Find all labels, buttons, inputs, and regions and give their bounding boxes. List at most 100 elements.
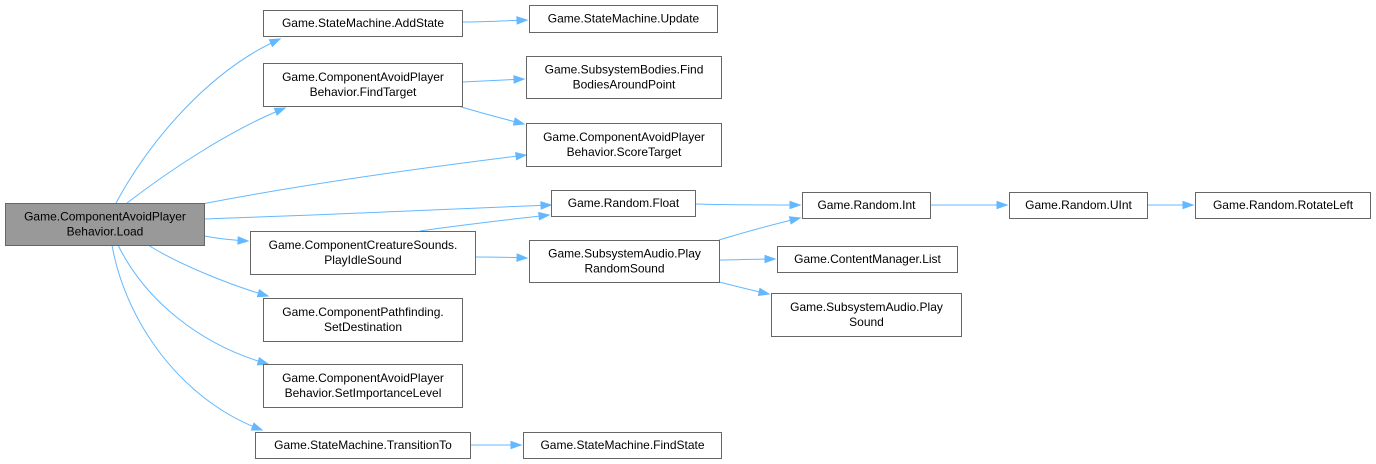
node-box — [263, 298, 463, 342]
arrow-head — [538, 211, 551, 221]
node-label: Game.SubsystemAudio.Play — [548, 247, 701, 261]
edge-playrandom-to-rint — [718, 216, 802, 241]
node-label: Game.ComponentPathfinding. — [282, 305, 443, 319]
node-label: Game.SubsystemAudio.Play — [790, 300, 943, 314]
arrow-head — [516, 253, 529, 262]
node-label: Game.StateMachine.Update — [548, 12, 700, 26]
node-setimp[interactable]: Game.ComponentAvoidPlayerBehavior.SetImp… — [263, 364, 463, 408]
edge-load-to-scoretarget — [201, 151, 528, 205]
edge-ruint-to-rotleft — [1147, 200, 1195, 210]
node-box — [1195, 192, 1371, 219]
node-label: Game.ComponentAvoidPlayer — [543, 130, 705, 144]
arrow-head — [1182, 200, 1195, 210]
arrow-head — [757, 287, 771, 297]
edge-transition-to-findstate — [470, 440, 523, 450]
node-label: Game.Random.RotateLeft — [1213, 198, 1354, 212]
node-box — [5, 203, 205, 246]
node-update[interactable]: Game.StateMachine.Update — [529, 5, 718, 33]
node-transition[interactable]: Game.StateMachine.TransitionTo — [255, 432, 471, 459]
arrow-head — [996, 200, 1009, 210]
node-box — [529, 5, 718, 33]
arrow-head — [510, 440, 523, 450]
node-label: Game.Random.Float — [568, 196, 680, 210]
node-cmlist[interactable]: Game.ContentManager.List — [777, 246, 958, 273]
node-label: Game.ComponentCreatureSounds. — [269, 238, 458, 252]
node-rfloat[interactable]: Game.Random.Float — [551, 190, 696, 217]
node-addstate[interactable]: Game.StateMachine.AddState — [263, 10, 463, 37]
call-edges — [111, 16, 1195, 450]
node-box — [771, 293, 962, 337]
edge-addstate-to-update — [461, 16, 529, 25]
edge-playidle-to-playrandom — [474, 253, 529, 262]
node-label: RandomSound — [584, 262, 664, 276]
arrow-head — [515, 151, 528, 161]
arrow-head — [256, 357, 270, 366]
edge-load-to-setdest — [147, 244, 270, 298]
node-label: Game.ContentManager.List — [794, 252, 941, 266]
node-box — [263, 364, 463, 408]
node-findstate[interactable]: Game.StateMachine.FindState — [523, 432, 722, 459]
edge-rfloat-to-rint — [694, 200, 802, 210]
node-label: Game.ComponentAvoidPlayer — [24, 210, 186, 224]
arrow-head — [516, 16, 529, 25]
node-rotleft[interactable]: Game.Random.RotateLeft — [1195, 192, 1371, 219]
node-box — [255, 432, 471, 459]
node-playidle[interactable]: Game.ComponentCreatureSounds.PlayIdleSou… — [250, 231, 476, 275]
node-box — [1009, 192, 1148, 219]
node-label: Behavior.SetImportanceLevel — [285, 386, 442, 400]
node-box — [250, 231, 476, 275]
node-box — [551, 190, 696, 217]
edge-playidle-to-rfloat — [419, 211, 551, 232]
node-box — [526, 123, 722, 167]
node-label: Game.Random.Int — [817, 198, 916, 212]
node-scoretarget[interactable]: Game.ComponentAvoidPlayerBehavior.ScoreT… — [526, 123, 722, 167]
node-label: PlayIdleSound — [324, 253, 401, 267]
arrow-head — [512, 117, 526, 126]
node-box — [777, 246, 958, 273]
arrow-head — [250, 422, 264, 431]
edge-load-to-findtarget — [126, 107, 287, 204]
node-box — [523, 432, 722, 459]
arrow-head — [273, 107, 287, 116]
arrow-head — [513, 75, 526, 84]
arrow-head — [789, 200, 802, 210]
arrow-head — [237, 236, 250, 245]
node-label: Game.ComponentAvoidPlayer — [282, 371, 444, 385]
node-label: BodiesAroundPoint — [573, 78, 676, 92]
node-label: Behavior.ScoreTarget — [567, 145, 682, 159]
node-box — [263, 10, 463, 37]
edge-load-to-addstate — [115, 38, 282, 204]
node-label: Game.StateMachine.TransitionTo — [274, 438, 452, 452]
node-ruint[interactable]: Game.Random.UInt — [1009, 192, 1148, 219]
node-findtarget[interactable]: Game.ComponentAvoidPlayerBehavior.FindTa… — [263, 63, 463, 107]
arrow-head — [256, 288, 270, 298]
edge-load-to-setimp — [117, 244, 270, 366]
edge-load-to-rfloat — [203, 201, 553, 220]
edge-findtarget-to-findbodies — [461, 75, 526, 84]
node-box — [529, 240, 720, 283]
edge-findtarget-to-scoretarget — [457, 105, 526, 126]
node-label: Game.StateMachine.AddState — [282, 16, 444, 30]
call-nodes: Game.ComponentAvoidPlayerBehavior.LoadGa… — [5, 5, 1371, 459]
node-label: Game.StateMachine.FindState — [540, 438, 704, 452]
node-findbodies[interactable]: Game.SubsystemBodies.FindBodiesAroundPoi… — [526, 56, 722, 99]
edge-load-to-transition — [111, 244, 264, 431]
edge-playrandom-to-cmlist — [718, 254, 777, 264]
node-setdest[interactable]: Game.ComponentPathfinding.SetDestination — [263, 298, 463, 342]
edge-rint-to-ruint — [930, 200, 1009, 210]
node-label: Game.ComponentAvoidPlayer — [282, 70, 444, 84]
node-rint[interactable]: Game.Random.Int — [802, 192, 931, 219]
node-label: Sound — [849, 315, 884, 329]
node-box — [263, 63, 463, 107]
node-label: Game.Random.UInt — [1025, 198, 1132, 212]
edge-load-to-playidle — [203, 235, 250, 245]
node-label: Behavior.Load — [67, 225, 144, 239]
node-label: Game.SubsystemBodies.Find — [545, 63, 704, 77]
arrow-head — [268, 38, 282, 48]
arrow-head — [540, 201, 553, 210]
node-box — [526, 56, 722, 99]
